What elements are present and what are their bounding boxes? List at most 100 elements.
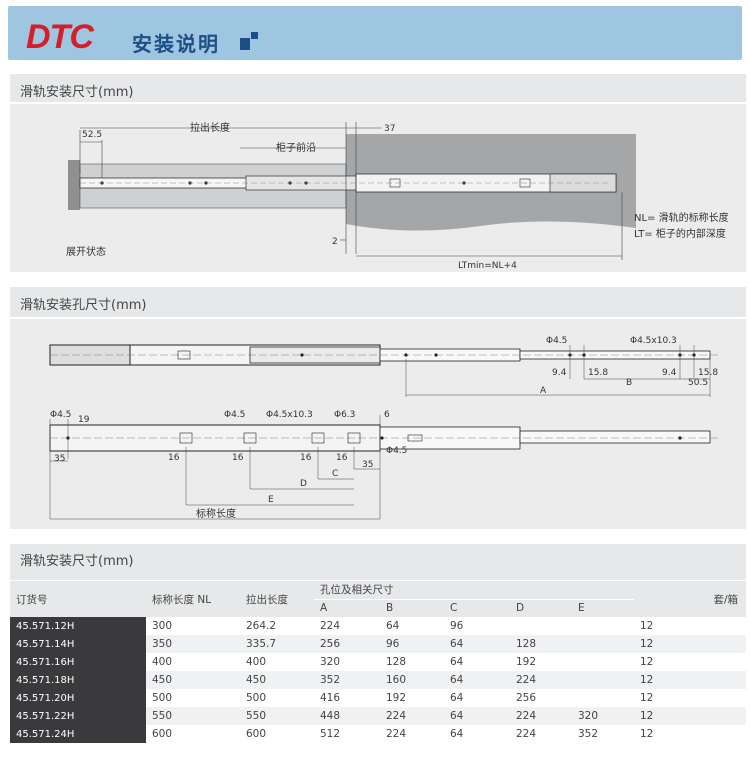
cell-e xyxy=(572,671,634,689)
dim-52-5: 52.5 xyxy=(82,130,102,140)
section-3-header xyxy=(10,544,746,580)
cell-code: 45.571.20H xyxy=(10,689,146,707)
cell-a: 224 xyxy=(314,617,380,635)
page-header: DTC 安装说明 xyxy=(0,0,750,64)
dim-15-8-a: 15.8 xyxy=(588,368,608,378)
cell-code: 45.571.24H xyxy=(10,725,146,743)
cell-qty: 12 xyxy=(634,689,746,707)
dim-2: 2 xyxy=(332,237,338,247)
header-holes: 孔位及相关尺寸 xyxy=(320,584,394,597)
cell-b: 224 xyxy=(380,725,444,743)
header-col-e: E xyxy=(578,602,585,615)
hole-phi45-a: Φ4.5 xyxy=(546,336,567,346)
cell-qty: 12 xyxy=(634,707,746,725)
dim-16-c: 16 xyxy=(300,453,312,463)
spec-table: 订货号 标称长度 NL 拉出长度 孔位及相关尺寸 套/箱 A B C D E 4… xyxy=(10,581,746,743)
expanded-state-label: 展开状态 xyxy=(66,245,106,258)
drawer-front xyxy=(68,160,80,210)
header-set-box: 套/箱 xyxy=(713,593,738,606)
cell-e xyxy=(572,689,634,707)
cell-d: 128 xyxy=(510,635,572,653)
cell-d: 224 xyxy=(510,671,572,689)
cell-c: 64 xyxy=(444,707,510,725)
header-order-no: 订货号 xyxy=(16,593,48,606)
dim-a-label: A xyxy=(540,386,547,396)
cell-c: 96 xyxy=(444,617,510,635)
header-col-c: C xyxy=(450,602,458,615)
cell-c: 64 xyxy=(444,671,510,689)
cell-b: 64 xyxy=(380,617,444,635)
cell-pull: 450 xyxy=(240,671,314,689)
dim-19: 19 xyxy=(78,415,90,425)
cell-d xyxy=(510,617,572,635)
cell-pull: 264.2 xyxy=(240,617,314,635)
header-col-d: D xyxy=(516,602,525,615)
hole-phi45-b: Φ4.5 xyxy=(50,410,71,420)
dim-15-8-b: 15.8 xyxy=(698,368,718,378)
section-2-header xyxy=(10,287,746,317)
square-mark-icon xyxy=(240,32,258,50)
hole-phi45x103-b: Φ4.5x10.3 xyxy=(266,410,313,420)
cell-a: 416 xyxy=(314,689,380,707)
nominal-length-label: 标称长度 xyxy=(196,507,236,520)
pull-length-label: 拉出长度 xyxy=(190,121,230,134)
cell-d: 256 xyxy=(510,689,572,707)
cell-e xyxy=(572,635,634,653)
header-nominal: 标称长度 NL xyxy=(152,593,212,606)
hole-phi45-d: Φ4.5 xyxy=(386,446,407,456)
cell-pull: 400 xyxy=(240,653,314,671)
cell-nl: 400 xyxy=(146,653,240,671)
page-title: 安装说明 xyxy=(132,32,220,56)
cell-code: 45.571.12H xyxy=(10,617,146,635)
dim-16-b: 16 xyxy=(232,453,244,463)
dtc-logo: DTC xyxy=(26,18,94,56)
cell-b: 96 xyxy=(380,635,444,653)
section-3-title: 滑轨安装尺寸(mm) xyxy=(20,554,134,569)
cell-pull: 600 xyxy=(240,725,314,743)
cell-a: 512 xyxy=(314,725,380,743)
cell-b: 224 xyxy=(380,707,444,725)
cell-b: 192 xyxy=(380,689,444,707)
mounting-hole-diagram: Φ4.5 Φ4.5x10.3 9.4 15.8 9.4 15.8 50.5 A … xyxy=(49,336,720,520)
cell-d: 224 xyxy=(510,707,572,725)
dim-16-a: 16 xyxy=(168,453,180,463)
dim-16-d: 16 xyxy=(336,453,348,463)
header-col-a: A xyxy=(320,602,328,615)
cell-e: 352 xyxy=(572,725,634,743)
cell-qty: 12 xyxy=(634,671,746,689)
cell-nl: 300 xyxy=(146,617,240,635)
dim-d-label: D xyxy=(300,479,307,489)
lt-formula: LTmin=NL+4 xyxy=(458,261,517,271)
cell-e: 320 xyxy=(572,707,634,725)
section-1-panel: 52.5 拉出长度 37 柜子前沿 2 展开状态 LTmin=NL+4 NL= … xyxy=(10,104,746,272)
hole-phi63: Φ6.3 xyxy=(334,410,355,420)
dim-35-b: 35 xyxy=(362,460,373,470)
section-2-panel: Φ4.5 Φ4.5x10.3 9.4 15.8 9.4 15.8 50.5 A … xyxy=(10,319,746,529)
dim-35-a: 35 xyxy=(54,454,65,464)
cell-e xyxy=(572,653,634,671)
cell-code: 45.571.22H xyxy=(10,707,146,725)
section-1-header xyxy=(10,74,746,102)
cell-qty: 12 xyxy=(634,635,746,653)
nl-definition: NL= 滑轨的标称长度 xyxy=(634,211,729,224)
cell-nl: 550 xyxy=(146,707,240,725)
cell-qty: 12 xyxy=(634,725,746,743)
cell-e xyxy=(572,617,634,635)
dim-e-label: E xyxy=(268,495,274,505)
hole-phi45-c: Φ4.5 xyxy=(224,410,245,420)
lt-definition: LT= 柜子的内部深度 xyxy=(634,227,726,240)
section-1-title: 滑轨安装尺寸(mm) xyxy=(20,85,134,100)
dim-9-4-b: 9.4 xyxy=(662,368,677,378)
cell-nl: 450 xyxy=(146,671,240,689)
cell-code: 45.571.14H xyxy=(10,635,146,653)
cell-pull: 550 xyxy=(240,707,314,725)
cell-nl: 600 xyxy=(146,725,240,743)
cell-c: 64 xyxy=(444,725,510,743)
cabinet-front-label: 柜子前沿 xyxy=(276,141,316,154)
cell-pull: 500 xyxy=(240,689,314,707)
section-2-title: 滑轨安装孔尺寸(mm) xyxy=(20,298,147,313)
